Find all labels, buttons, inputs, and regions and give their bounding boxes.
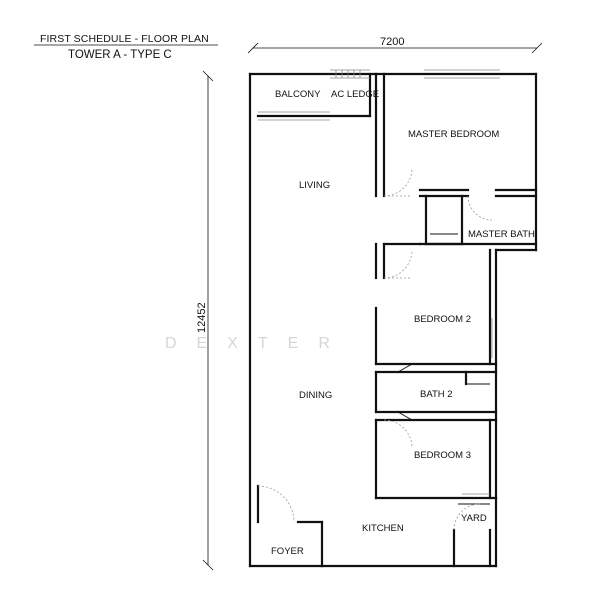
room-label-kitchen: KITCHEN <box>362 523 404 534</box>
height-dimension-line <box>202 70 214 571</box>
room-label-yard: YARD <box>461 513 487 524</box>
schedule-title: FIRST SCHEDULE - FLOOR PLAN <box>40 33 209 45</box>
room-label-master-bedroom: MASTER BEDROOM <box>408 129 499 140</box>
tower-type-title: TOWER A - TYPE C <box>68 49 172 61</box>
bath-2-walls <box>374 363 498 422</box>
room-label-balcony: BALCONY <box>275 89 321 100</box>
width-dimension-line <box>247 42 543 54</box>
room-label-ac-ledge: AC LEDGE <box>331 89 379 100</box>
bedroom-3-walls <box>374 418 498 500</box>
entry-door <box>256 484 295 524</box>
yard-walls <box>452 503 492 568</box>
width-dimension: 7200 <box>380 36 404 48</box>
watermark: DEXTER <box>165 335 350 352</box>
height-dimension: 12452 <box>196 302 208 333</box>
room-label-dining: DINING <box>299 390 332 401</box>
room-label-foyer: FOYER <box>271 546 304 557</box>
bedroom-2-walls <box>374 242 498 374</box>
room-label-living: LIVING <box>299 180 330 191</box>
room-label-bath-2: BATH 2 <box>420 389 453 400</box>
room-label-bedroom-3: BEDROOM 3 <box>414 450 471 461</box>
master-bedroom-walls <box>382 69 538 246</box>
outer-walls <box>248 72 538 568</box>
balcony-walls <box>256 69 378 198</box>
room-label-master-bath: MASTER BATH <box>468 229 535 240</box>
room-label-bedroom-2: BEDROOM 2 <box>414 314 471 325</box>
